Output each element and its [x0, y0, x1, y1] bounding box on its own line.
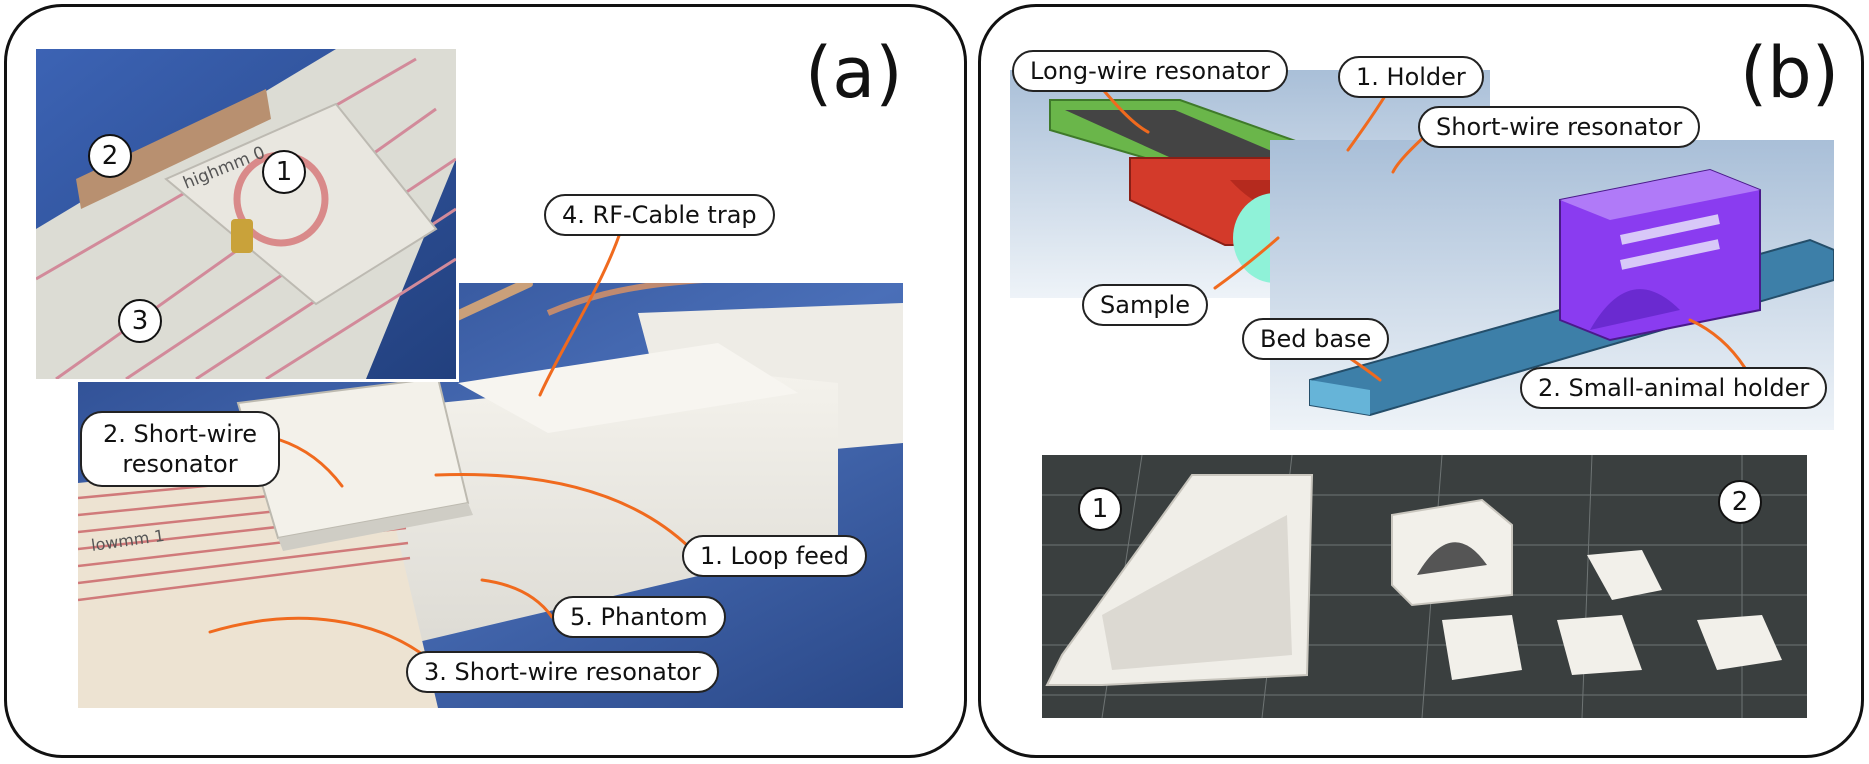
callout-short-wire-resonator: Short-wire resonator — [1418, 106, 1701, 148]
marker-3-inset: 3 — [118, 299, 162, 343]
callout-bed-base: Bed base — [1242, 318, 1390, 360]
panel-label-b: (b) — [1740, 32, 1840, 114]
callout-short-wire-resonator-3: 3. Short-wire resonator — [406, 651, 719, 693]
callout-holder: 1. Holder — [1338, 56, 1484, 98]
callout-long-wire-resonator: Long-wire resonator — [1012, 50, 1288, 92]
inset-photo: highmm 0 — [36, 49, 459, 382]
marker-1-photo: 1 — [1078, 487, 1122, 531]
callout-phantom: 5. Phantom — [552, 596, 726, 638]
callout-small-animal-holder: 2. Small-animal holder — [1520, 367, 1828, 409]
panel-label-a: (a) — [805, 32, 903, 114]
callout-loop-feed: 1. Loop feed — [682, 535, 867, 577]
marker-2-inset: 2 — [88, 134, 132, 178]
printed-parts-photo — [1042, 455, 1807, 718]
callout-sample: Sample — [1082, 284, 1208, 326]
marker-2-photo: 2 — [1718, 480, 1762, 524]
callout-rf-cable-trap: 4. RF-Cable trap — [544, 194, 775, 236]
marker-1-inset: 1 — [262, 150, 306, 194]
callout-short-wire-resonator-2: 2. Short-wire resonator — [80, 411, 280, 487]
callout-short-wire-resonator-2-text: 2. Short-wire resonator — [103, 420, 257, 478]
